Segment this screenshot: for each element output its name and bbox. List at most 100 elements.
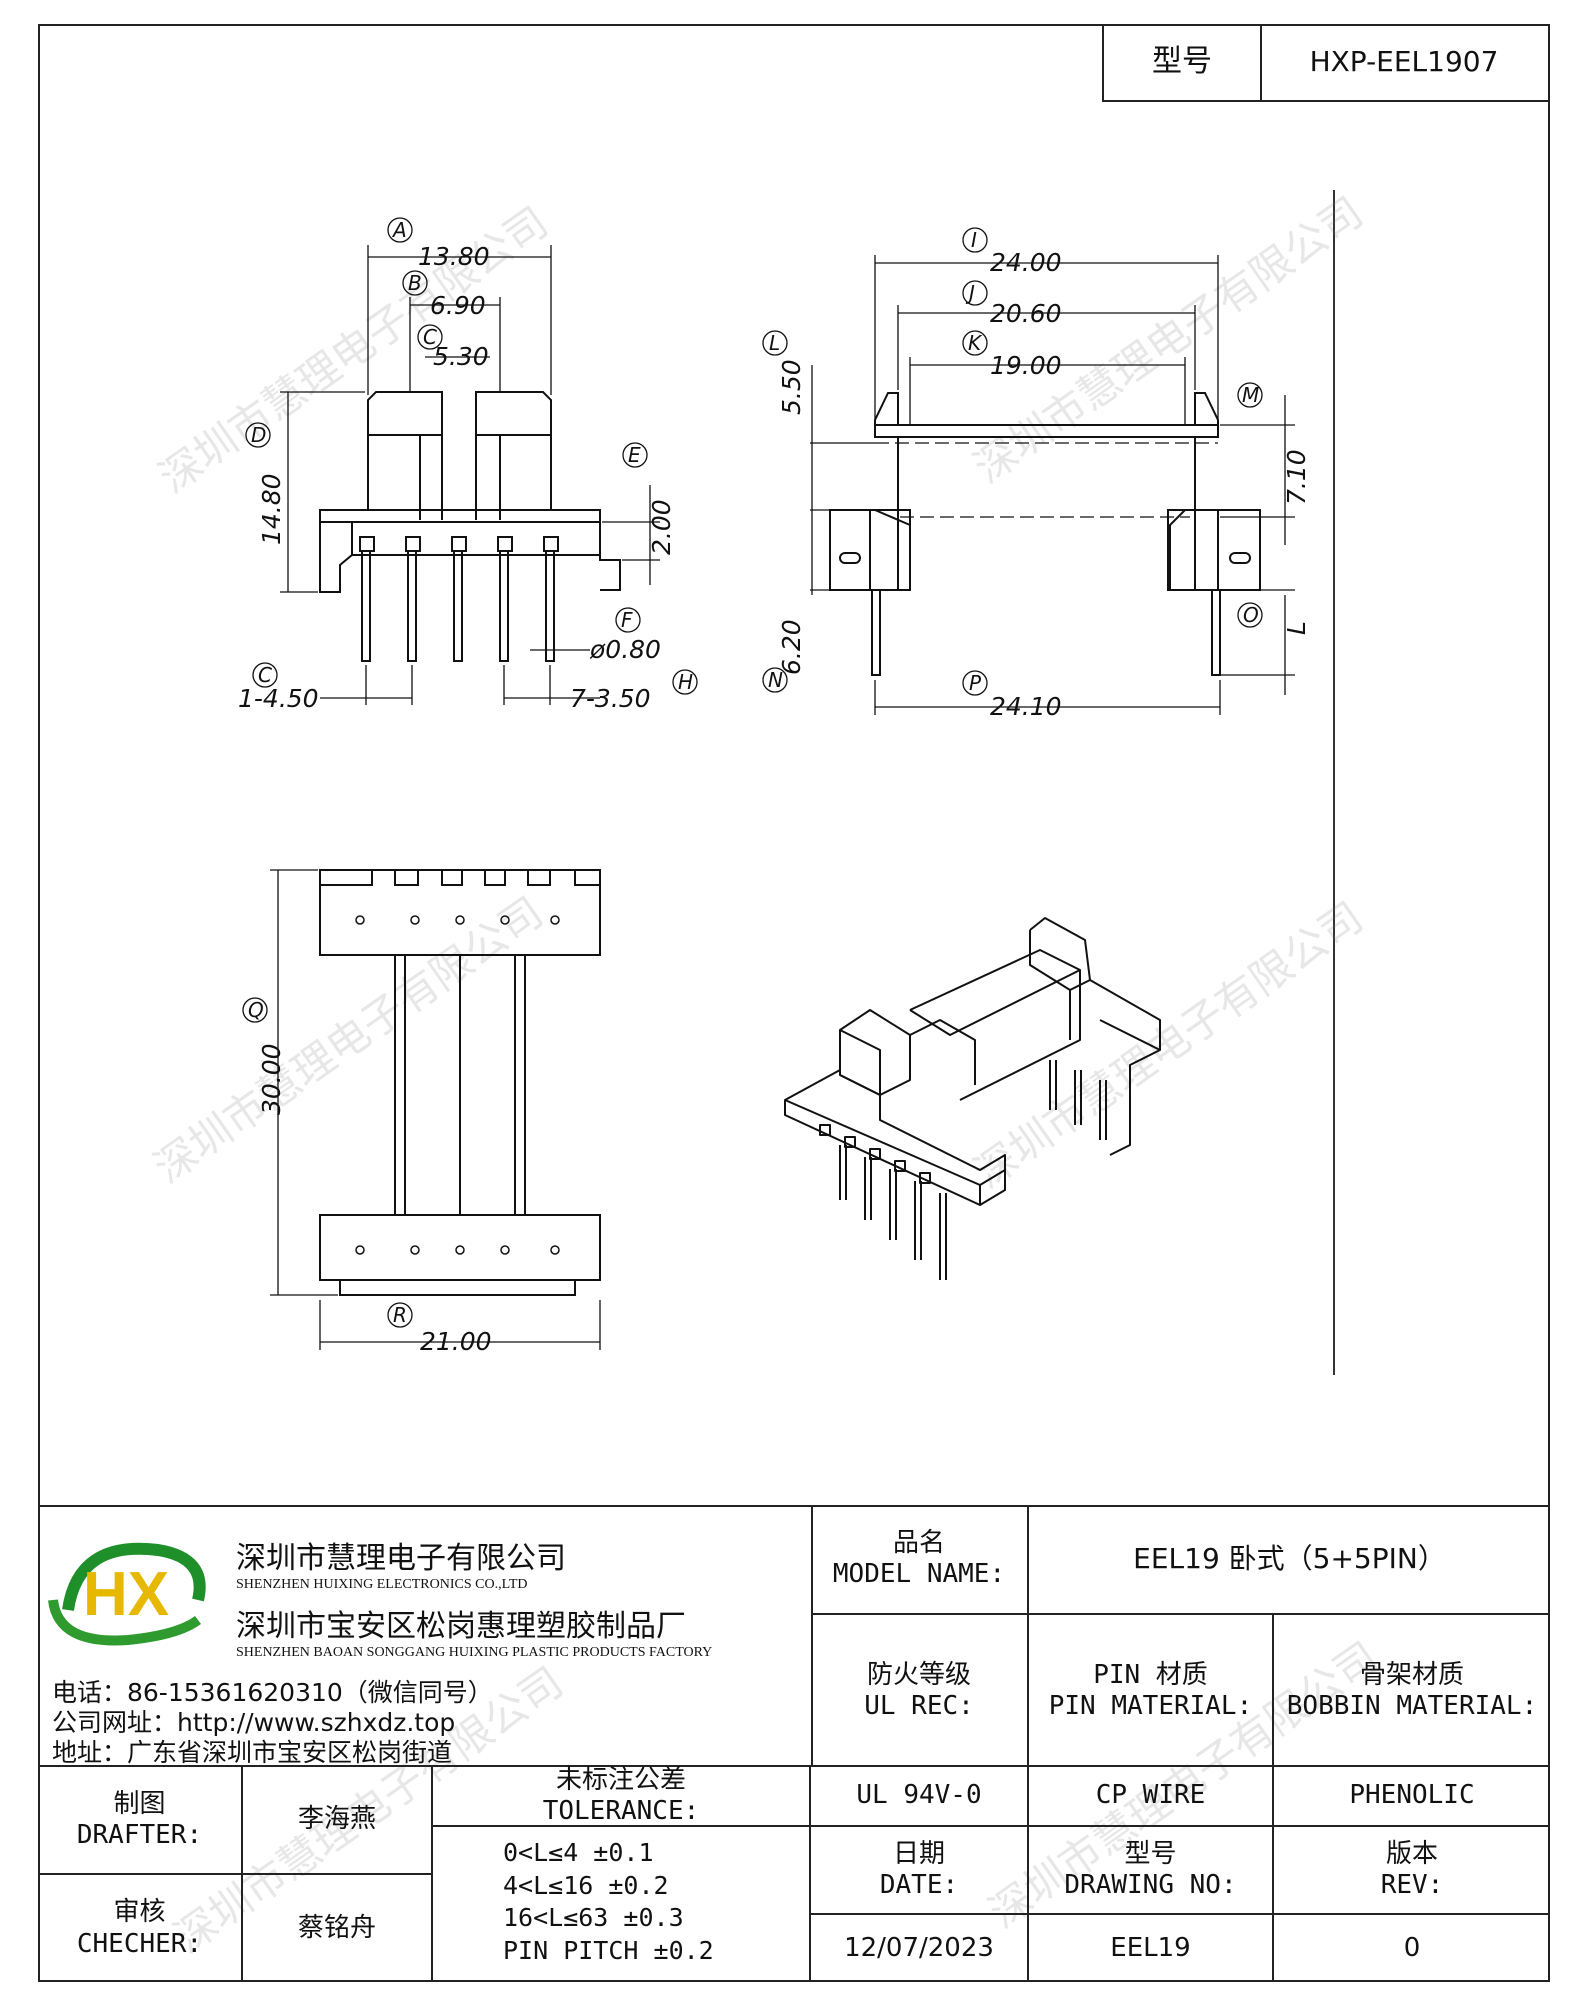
ul-en: UL REC:	[864, 1691, 974, 1721]
drawing-no-en: DRAWING NO:	[1064, 1870, 1237, 1900]
checker-value-cell: 蔡铭舟	[243, 1875, 433, 1982]
company-website: 公司网址：http://www.szhxdz.top	[52, 1708, 456, 1737]
pin-material-value-cell: CP WIRE	[1029, 1767, 1274, 1827]
checker-en: CHECHER:	[76, 1928, 203, 1959]
drawing-no-value-cell: EEL19	[1029, 1915, 1274, 1982]
header-model-label-cell: 型号	[1102, 24, 1262, 102]
right-divider-line	[1333, 190, 1335, 1375]
drawing-frame	[38, 24, 1550, 1982]
svg-text:F: F	[621, 608, 633, 632]
svg-text:J: J	[965, 281, 975, 305]
rev-value: 0	[1403, 1932, 1421, 1963]
drafter-value-cell: 李海燕	[243, 1767, 433, 1875]
svg-text:D: D	[251, 423, 266, 447]
svg-text:P: P	[969, 671, 982, 695]
svg-text:C: C	[258, 663, 272, 687]
isometric-view-drawing	[784, 917, 1161, 1280]
titleblock-mid-border	[38, 1765, 1550, 1767]
checker-value: 蔡铭舟	[297, 1912, 376, 1943]
rev-value-cell: 0	[1274, 1915, 1550, 1982]
date-cn: 日期	[892, 1838, 945, 1869]
dim-P: 24.10	[990, 692, 1062, 721]
dim-L: 5.50	[777, 359, 806, 415]
bobbin-material-value-cell: PHENOLIC	[1274, 1767, 1550, 1827]
pin-material-en: PIN MATERIAL:	[1048, 1691, 1253, 1721]
factory-name-cn: 深圳市宝安区松岗惠理塑胶制品厂	[236, 1609, 686, 1644]
pin-material-cn: PIN 材质	[1093, 1659, 1208, 1690]
dim-N: 6.20	[777, 619, 806, 675]
dim-R: 21.00	[420, 1327, 492, 1356]
bobbin-material-en: BOBBIN MATERIAL:	[1286, 1691, 1538, 1721]
svg-text:O: O	[1243, 603, 1259, 627]
svg-text:C: C	[423, 325, 437, 349]
dim-H: 7-3.50	[570, 684, 651, 713]
svg-text:M: M	[1242, 383, 1259, 407]
svg-text:Q: Q	[248, 998, 264, 1022]
pin-material-value: CP WIRE	[1095, 1780, 1206, 1811]
factory-name-en: SHENZHEN BAOAN SONGGANG HUIXING PLASTIC …	[236, 1645, 713, 1660]
svg-text:N: N	[768, 668, 783, 692]
dim-C: 5.30	[433, 342, 489, 371]
header-model-value: HXP-EEL1907	[1309, 45, 1499, 79]
company-logo: HX	[48, 1542, 206, 1646]
drafter-en: DRAFTER:	[76, 1820, 203, 1850]
checker-cn: 审核	[113, 1897, 166, 1928]
dim-G: 1-4.50	[238, 684, 319, 713]
date-value-cell: 12/07/2023	[811, 1915, 1029, 1982]
svg-text:K: K	[968, 331, 983, 355]
tolerance-cn: 未标注公差	[555, 1764, 686, 1795]
titleblock-top-border	[38, 1505, 1550, 1507]
svg-text:R: R	[393, 1303, 407, 1327]
drafter-cn: 制图	[113, 1788, 166, 1819]
date-en: DATE:	[879, 1870, 959, 1900]
dim-F: ø0.80	[589, 635, 661, 664]
tolerance-line: 0<L≤4 ±0.1	[503, 1838, 654, 1867]
top-view-drawing: Q 30.00 R 21.00	[242, 869, 601, 1356]
dim-Q: 30.00	[257, 1043, 286, 1115]
tolerance-line: 4<L≤16 ±0.2	[503, 1870, 669, 1900]
bobbin-material-value: PHENOLIC	[1349, 1780, 1475, 1811]
bobbin-material-cn: 骨架材质	[1359, 1659, 1464, 1690]
company-name-en: SHENZHEN HUIXING ELECTRONICS CO.,LTD	[236, 1577, 528, 1592]
dim-O: L	[1282, 621, 1310, 635]
ul-cn: 防火等级	[866, 1659, 971, 1690]
svg-text:B: B	[408, 271, 422, 295]
tolerance-line: 16<L≤63 ±0.3	[503, 1903, 684, 1932]
svg-text:H: H	[678, 670, 693, 694]
tolerance-line: PIN PITCH ±0.2	[503, 1935, 714, 1965]
header-model-label: 型号	[1152, 44, 1212, 79]
company-name-cn: 深圳市慧理电子有限公司	[236, 1541, 566, 1576]
dim-J: 20.60	[990, 299, 1062, 328]
front-view-drawing: A 13.80 B 6.90 C 5.30 D 14.80 E 2.00 F ø…	[238, 217, 698, 713]
drafter-value: 李海燕	[297, 1804, 376, 1835]
svg-text:E: E	[628, 443, 641, 467]
rev-en: REV:	[1380, 1870, 1444, 1900]
date-value: 12/07/2023	[844, 1932, 994, 1963]
model-name-en: MODEL NAME:	[832, 1559, 1006, 1589]
dim-M: 7.10	[1282, 449, 1310, 505]
model-name-cn: 品名	[892, 1527, 945, 1558]
drawing-no-cn: 型号	[1124, 1838, 1177, 1869]
model-name-value: EEL19 卧式（5+5PIN）	[1133, 1542, 1446, 1576]
side-view-drawing: I 24.00 J 20.60 K 19.00 L 5.50 M 7.10 N …	[762, 227, 1310, 721]
dim-A: 13.80	[418, 242, 490, 271]
model-name-value-cell: EEL19 卧式（5+5PIN）	[1029, 1505, 1550, 1615]
tolerance-values-cell: 0<L≤4 ±0.1 4<L≤16 ±0.2 16<L≤63 ±0.3 PIN …	[433, 1827, 811, 1982]
company-address: 地址：广东省深圳市宝安区松岗街道	[52, 1738, 453, 1767]
ul-value-cell: UL 94V-0	[811, 1767, 1029, 1827]
logo-text: HX	[83, 1560, 169, 1629]
dim-K: 19.00	[990, 351, 1062, 380]
company-area: HX 深圳市慧理电子有限公司 SHENZHEN HUIXING ELECTRON…	[38, 1505, 813, 1767]
dim-D: 14.80	[257, 473, 286, 545]
rev-cn: 版本	[1385, 1838, 1438, 1869]
dim-E: 2.00	[647, 499, 676, 555]
